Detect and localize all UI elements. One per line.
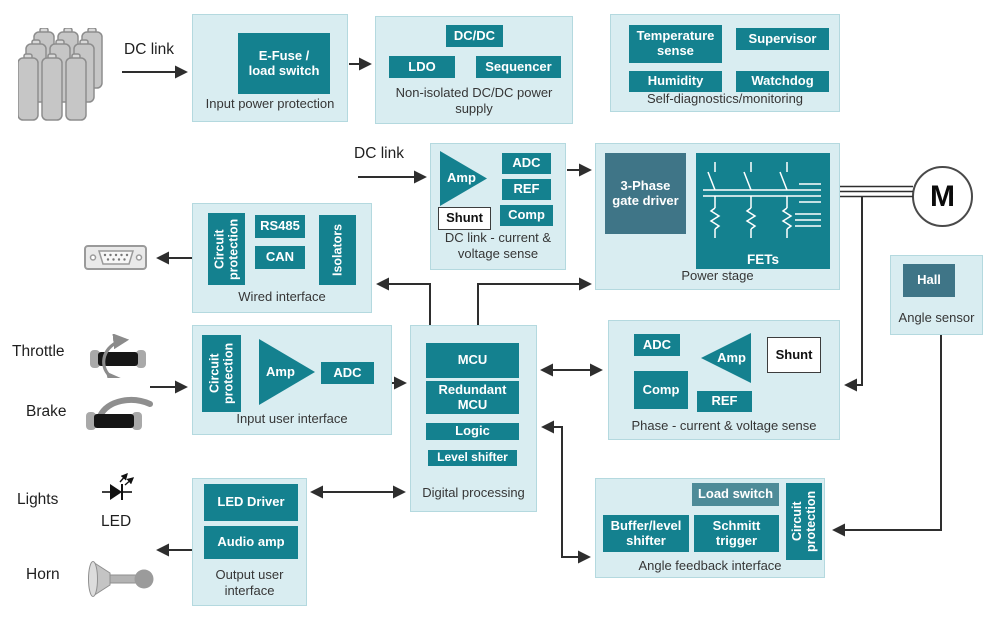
motor-label: M xyxy=(930,179,955,213)
caption-digital-processing: Digital processing xyxy=(422,485,525,501)
block-logic: Logic xyxy=(426,423,519,440)
block-phase-comp: Comp xyxy=(634,371,688,409)
block-ldo: LDO xyxy=(389,56,455,78)
motor-icon: M xyxy=(912,166,973,227)
block-input-circuit-protection: Circuit protection xyxy=(202,335,241,412)
caption-angle-sensor: Angle sensor xyxy=(898,310,975,326)
block-schmitt-trigger: Schmitt trigger xyxy=(694,515,779,552)
caption-wired-interface: Wired interface xyxy=(238,289,326,305)
caption-phase-sense: Phase - current & voltage sense xyxy=(631,418,817,434)
arrow-digital-to-wired xyxy=(376,277,431,325)
block-temperature-sense: Temperature sense xyxy=(629,25,722,63)
horn-icon xyxy=(88,561,154,597)
block-dclink-shunt: Shunt xyxy=(438,207,491,230)
group-dclink-sense: Amp ADC REF Comp Shunt DC link - current… xyxy=(430,143,566,270)
block-input-amp: Amp xyxy=(259,339,315,405)
block-phase-adc: ADC xyxy=(634,334,680,356)
block-fets: FETs xyxy=(696,153,830,269)
block-load-switch: Load switch xyxy=(692,483,779,506)
group-input-user-interface: Circuit protection Amp ADC Input user in… xyxy=(192,325,392,435)
block-phase-amp: Amp xyxy=(701,333,751,383)
label-horn: Horn xyxy=(26,566,60,583)
block-dclink-adc: ADC xyxy=(502,153,551,174)
block-dclink-ref: REF xyxy=(502,179,551,200)
block-audio-amp: Audio amp xyxy=(204,526,298,559)
caption-self-diagnostics: Self-diagnostics/monitoring xyxy=(646,91,804,107)
block-dclink-comp: Comp xyxy=(500,205,553,226)
label-dc-link-mid: DC link xyxy=(354,145,404,162)
arrow-digital-angle-feedback-bidir xyxy=(541,420,591,564)
led-icon xyxy=(102,472,135,500)
group-digital-processing: MCU Redundant MCU Logic Level shifter Di… xyxy=(410,325,537,512)
group-phase-sense: ADC Comp Amp REF Shunt Phase - current &… xyxy=(608,320,840,440)
block-supervisor: Supervisor xyxy=(736,28,829,50)
block-level-shifter: Level shifter xyxy=(428,450,517,466)
label-throttle: Throttle xyxy=(12,343,65,360)
group-input-power-protection: E-Fuse / load switch Input power protect… xyxy=(192,14,348,122)
block-3phase-gate-driver: 3-Phase gate driver xyxy=(605,153,686,234)
label-led: LED xyxy=(101,513,132,530)
block-dcdc: DC/DC xyxy=(446,25,503,47)
label-lights: Lights xyxy=(17,491,59,508)
caption-angle-feedback: Angle feedback interface xyxy=(638,558,782,574)
block-phase-ref: REF xyxy=(697,391,752,412)
arrow-motor-tap-to-phase-sense xyxy=(844,197,863,392)
block-watchdog: Watchdog xyxy=(736,71,829,92)
block-buffer-level-shifter: Buffer/level shifter xyxy=(603,515,689,552)
group-wired-interface: Circuit protection RS485 CAN Isolators W… xyxy=(192,203,372,313)
block-isolators: Isolators xyxy=(319,215,356,285)
block-led-driver: LED Driver xyxy=(204,484,298,521)
arrow-angle-sensor-to-feedback xyxy=(832,335,942,537)
group-output-user-interface: LED Driver Audio amp Output user interfa… xyxy=(192,478,307,606)
group-angle-feedback: Load switch Buffer/level shifter Schmitt… xyxy=(595,478,825,578)
group-power-stage: 3-Phase gate driver FETs Power stage xyxy=(595,143,840,290)
arrow-digital-to-power-stage xyxy=(477,277,592,325)
block-input-adc: ADC xyxy=(321,362,374,384)
caption-power-stage: Power stage xyxy=(681,268,754,284)
group-dcdc-supply: DC/DC LDO Sequencer Non-isolated DC/DC p… xyxy=(375,16,573,124)
caption-input-user-interface: Input user interface xyxy=(236,411,348,427)
label-brake: Brake xyxy=(26,403,67,420)
group-self-diagnostics: Temperature sense Supervisor Humidity Wa… xyxy=(610,14,840,112)
block-sequencer: Sequencer xyxy=(476,56,561,78)
caption-dclink-sense: DC link - current & voltage sense xyxy=(444,230,552,262)
caption-output-user-interface: Output user interface xyxy=(215,567,284,599)
block-rs485: RS485 xyxy=(255,215,305,238)
block-dclink-amp: Amp xyxy=(440,151,487,206)
block-mcu: MCU xyxy=(426,343,519,378)
block-hall: Hall xyxy=(903,264,955,297)
fets-schematic-icon xyxy=(703,162,821,238)
label-dc-link-top: DC link xyxy=(124,41,174,58)
battery-pack-icon xyxy=(18,28,103,121)
throttle-grip-icon xyxy=(90,334,146,378)
block-humidity: Humidity xyxy=(629,71,722,92)
block-phase-shunt: Shunt xyxy=(767,337,821,373)
group-angle-sensor: Hall Angle sensor xyxy=(890,255,983,335)
block-redundant-mcu: Redundant MCU xyxy=(426,381,519,414)
block-angle-circuit-protection: Circuit protection xyxy=(786,483,822,560)
caption-input-power-protection: Input power protection xyxy=(205,96,335,112)
motor-phase-lines xyxy=(840,185,913,198)
block-efuse-load-switch: E-Fuse / load switch xyxy=(238,33,330,94)
block-wired-circuit-protection: Circuit protection xyxy=(208,213,245,285)
block-can: CAN xyxy=(255,246,305,269)
brake-lever-icon xyxy=(86,397,153,430)
db9-connector-icon xyxy=(84,245,147,270)
block-fets-label: FETs xyxy=(746,251,779,267)
caption-dcdc-supply: Non-isolated DC/DC power supply xyxy=(395,85,553,117)
